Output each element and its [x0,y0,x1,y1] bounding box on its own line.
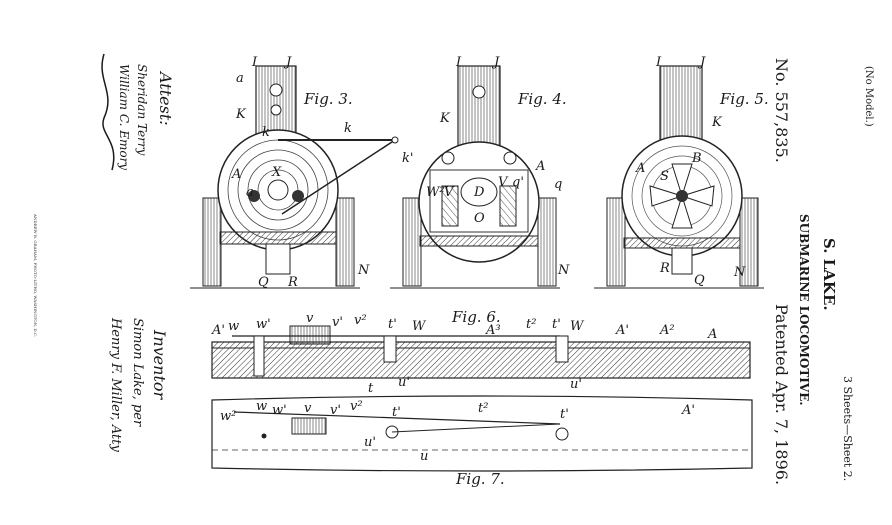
fig7-label-u-prime: u' [364,435,376,450]
fig3-label-a2: a [246,185,254,200]
fig4-label-I: I [455,55,462,70]
fig6-label-w-prime: w' [256,317,271,332]
fig6-label-w: w [228,319,239,334]
inventor-signature: Simon Lake, per [130,318,145,427]
fig7-label-A-prime: A' [681,403,695,418]
fig6-label-A-prime-b: A' [615,323,629,338]
figure-6 [211,325,751,379]
fig3-label-R: R [287,275,298,290]
fig4-label-A: A [535,159,545,174]
model-note: (No Model.) [863,66,874,127]
fig7-label-t-prime: t' [392,405,401,420]
fig3-label-a: a [236,71,244,86]
patented-date: Patented Apr. 7, 1896. [772,304,791,485]
fig6-label-A2: A² [659,323,675,338]
fig3-label-k: k [262,125,270,140]
fig3-label-k-prime: k' [402,151,413,166]
fig5-label-R: R [659,261,670,276]
fig3-label-k-arm: k [344,121,352,136]
printer-note: ANDREW B. GRAHAM, PHOTO-LITHO, WASHINGTO… [33,213,38,337]
fig7-label-v2: v² [350,399,363,414]
fig7-label-u: u [420,449,428,464]
figure-5 [594,65,764,289]
fig5-label-K: K [711,115,723,130]
fig6-label-t2: t² [526,317,536,332]
signature-flourish [101,53,115,171]
fig6-label-v-prime: v' [332,315,343,330]
fig4-caption: Fig. 4. [517,90,567,108]
fig5-label-J: J [697,55,706,70]
fig6-caption: Fig. 6. [451,308,501,326]
fig4-label-V-right: V [498,175,509,190]
attest-witness-2: William C. Emory [117,64,131,170]
fig7-label-t-prime-b: t' [560,407,569,422]
fig4-label-O: O [474,211,485,226]
fig7-label-w-prime: w' [272,403,287,418]
fig4-label-J: J [491,55,500,70]
fig6-label-t-prime: t' [388,317,397,332]
fig3-label-A: A [231,167,241,182]
attest-label: Attest: [156,70,175,126]
fig4-label-K: K [439,111,451,126]
sheets-note: 3 Sheets—Sheet 2. [841,376,854,481]
fig6-label-u-prime-b: u' [570,377,582,392]
fig3-caption: Fig. 3. [303,90,353,108]
inventor-name: S. LAKE. [820,238,838,311]
fig5-label-N: N [733,265,746,280]
fig3-label-Q: Q [258,275,269,290]
fig7-label-t2: t² [478,401,488,416]
fig4-label-D: D [473,185,485,200]
fig4-label-W2: W² [426,185,445,200]
fig4-label-V: V [444,185,455,200]
fig3-label-I: I [251,55,258,70]
fig7-label-w2: w² [220,409,236,424]
fig6-label-W: W [412,319,427,334]
fig4-label-N: N [557,263,570,278]
fig6-label-t: t [368,381,374,396]
fig6-label-u-prime: u' [398,375,410,390]
figure-4 [390,65,560,289]
fig5-caption: Fig. 5. [719,90,769,108]
fig6-label-A: A [707,327,717,342]
fig7-caption: Fig. 7. [455,470,505,488]
inventor-label: Inventor [150,329,169,401]
patent-title: SUBMARINE LOCOMOTIVE. [797,214,811,406]
fig5-label-I: I [655,55,662,70]
fig3-label-N: N [357,263,370,278]
attest-witness-1: Sheridan Terry [135,64,149,156]
fig3-label-X: X [271,165,282,180]
fig3-label-K: K [235,107,247,122]
patent-number: No. 557,835. [772,58,791,163]
fig6-label-W-b: W [570,319,585,334]
fig7-label-w: w [256,399,267,414]
fig4-label-q: q [554,177,562,192]
fig7-label-v-prime: v' [330,403,341,418]
fig4-label-q-prime: q' [512,175,524,190]
fig7-label-v: v [304,401,312,416]
fig5-label-Q: Q [694,273,705,288]
fig5-label-B: B [691,151,702,166]
fig5-label-A: A [635,161,645,176]
fig3-label-J: J [283,55,292,70]
fig6-label-A3: A³ [485,323,501,338]
attorney-signature: Henry F. Miller, Atty [108,317,123,452]
fig6-label-v2: v² [354,313,367,328]
fig5-label-S: S [660,169,669,184]
fig6-label-t-prime-b: t' [552,317,561,332]
fig6-label-A-prime: A' [211,323,225,338]
fig6-label-v: v [306,311,314,326]
figure-7 [211,395,753,472]
figure-3 [190,65,399,289]
